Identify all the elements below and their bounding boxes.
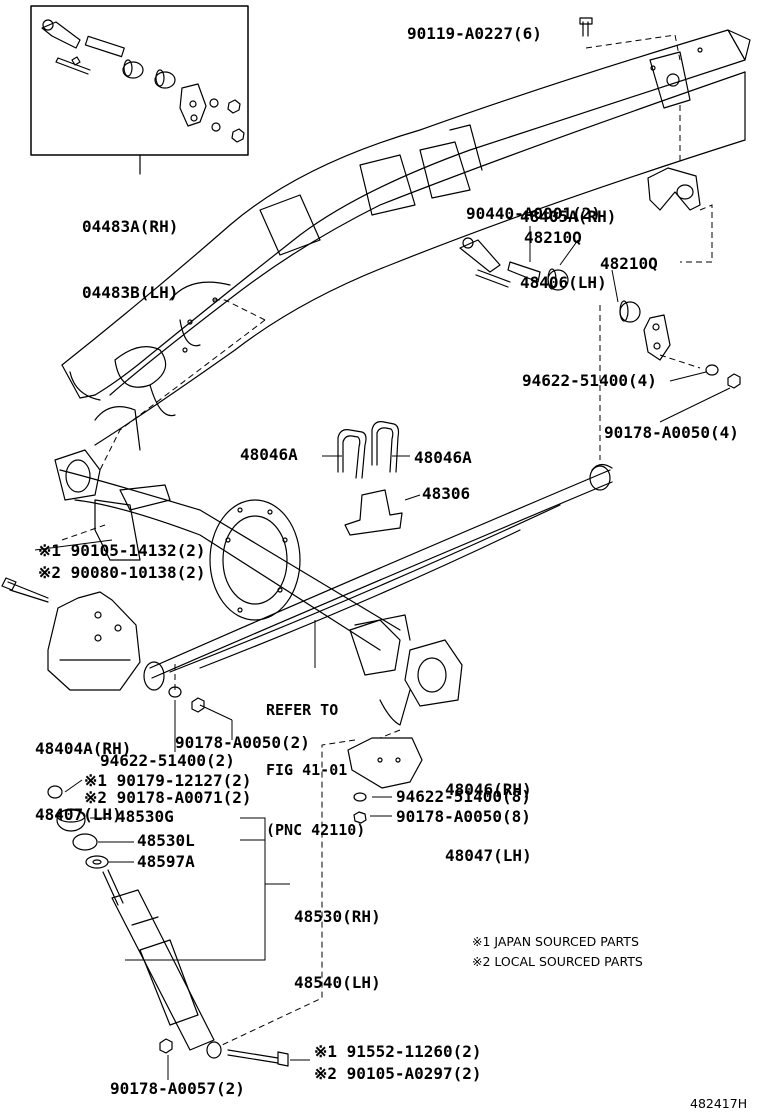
label-48047-lh: 48047(LH) bbox=[445, 846, 532, 865]
label-48540-lh: 48540(LH) bbox=[294, 973, 381, 992]
label-90178-a0057: 90178-A0057(2) bbox=[110, 1079, 245, 1098]
washer-48597a bbox=[86, 856, 108, 868]
label-48404: 48404A(RH) 48407(LH) bbox=[35, 694, 131, 848]
label-note1: ※1 90105-14132(2) bbox=[38, 541, 206, 560]
label-04483-rh: 04483A(RH) bbox=[82, 217, 179, 236]
bushing-48530l bbox=[73, 834, 97, 850]
label-48046a-right: 48046A bbox=[414, 448, 472, 467]
label-94622-top: 94622-51400(4) bbox=[522, 371, 657, 390]
label-91552: ※1 91552-11260(2) bbox=[314, 1042, 482, 1061]
label-48306: 48306 bbox=[422, 484, 471, 503]
label-90105: ※2 90105-A0297(2) bbox=[314, 1064, 482, 1083]
label-48405-rh: 48405A(RH) bbox=[520, 207, 617, 226]
kit-parts-icon bbox=[42, 20, 244, 142]
label-48530g: 48530G bbox=[116, 807, 174, 826]
label-48210q-a: 48210Q bbox=[524, 228, 582, 247]
label-90178-mid: 90178-A0050(2) bbox=[175, 733, 310, 752]
label-48530l: 48530L bbox=[137, 831, 195, 850]
label-48404-lh: 48407(LH) bbox=[35, 805, 122, 824]
nut-90179 bbox=[48, 786, 62, 798]
label-refer: REFER TO FIG 41-01 (PNC 42110) bbox=[266, 660, 365, 860]
label-note2: ※2 90080-10138(2) bbox=[38, 563, 206, 582]
axle-housing bbox=[55, 450, 462, 725]
shackle-pin bbox=[460, 240, 500, 272]
label-90178-a0071: ※2 90178-A0071(2) bbox=[84, 788, 252, 807]
label-48046a-left: 48046A bbox=[240, 445, 298, 464]
label-04483: 04483A(RH) 04483B(LH) bbox=[82, 172, 178, 326]
label-90440: 90440-A0001(2) bbox=[466, 204, 601, 223]
label-90119: 90119-A0227(6) bbox=[407, 24, 542, 43]
bump-stop bbox=[345, 490, 402, 535]
label-90179: ※1 90179-12127(2) bbox=[84, 771, 252, 790]
label-48046: 48046(RH) 48047(LH) bbox=[445, 735, 532, 889]
shackle-bracket bbox=[648, 168, 700, 210]
bushing-48530g bbox=[57, 809, 85, 831]
label-48405: 48405A(RH) 48406(LH) bbox=[520, 162, 616, 316]
label-refer-line2: FIG 41-01 bbox=[266, 761, 348, 779]
legend-local: ※2 LOCAL SOURCED PARTS bbox=[472, 954, 643, 969]
label-94622-8: 94622-51400(8) bbox=[396, 787, 531, 806]
spring-seat-48404 bbox=[48, 592, 140, 690]
label-refer-line1: REFER TO bbox=[266, 701, 339, 719]
spring-seat-48046 bbox=[348, 738, 422, 788]
legend-japan: ※1 JAPAN SOURCED PARTS bbox=[472, 934, 639, 949]
label-refer-line3: (PNC 42110) bbox=[266, 821, 366, 839]
label-94622-mid: 94622-51400(2) bbox=[100, 751, 235, 770]
label-48530-rh: 48530(RH) bbox=[294, 907, 381, 926]
u-bolts bbox=[338, 422, 399, 478]
label-04483-lh: 04483B(LH) bbox=[82, 283, 179, 302]
label-48597a: 48597A bbox=[137, 852, 195, 871]
figure-id: 482417H bbox=[690, 1096, 748, 1111]
shock-absorber bbox=[103, 870, 288, 1066]
frame-rail bbox=[62, 30, 750, 450]
label-48210q-b: 48210Q bbox=[600, 254, 658, 273]
label-48405-lh: 48406(LH) bbox=[520, 273, 607, 292]
leaf-spring bbox=[144, 464, 612, 690]
label-48046-rh: 48046(RH) bbox=[445, 780, 532, 799]
label-48404-rh: 48404A(RH) bbox=[35, 739, 132, 758]
label-90178-top: 90178-A0050(4) bbox=[604, 423, 739, 442]
label-90178-8: 90178-A0050(8) bbox=[396, 807, 531, 826]
small-bolt-top bbox=[580, 18, 592, 36]
label-48530: 48530(RH) 48540(LH) bbox=[294, 862, 381, 1016]
